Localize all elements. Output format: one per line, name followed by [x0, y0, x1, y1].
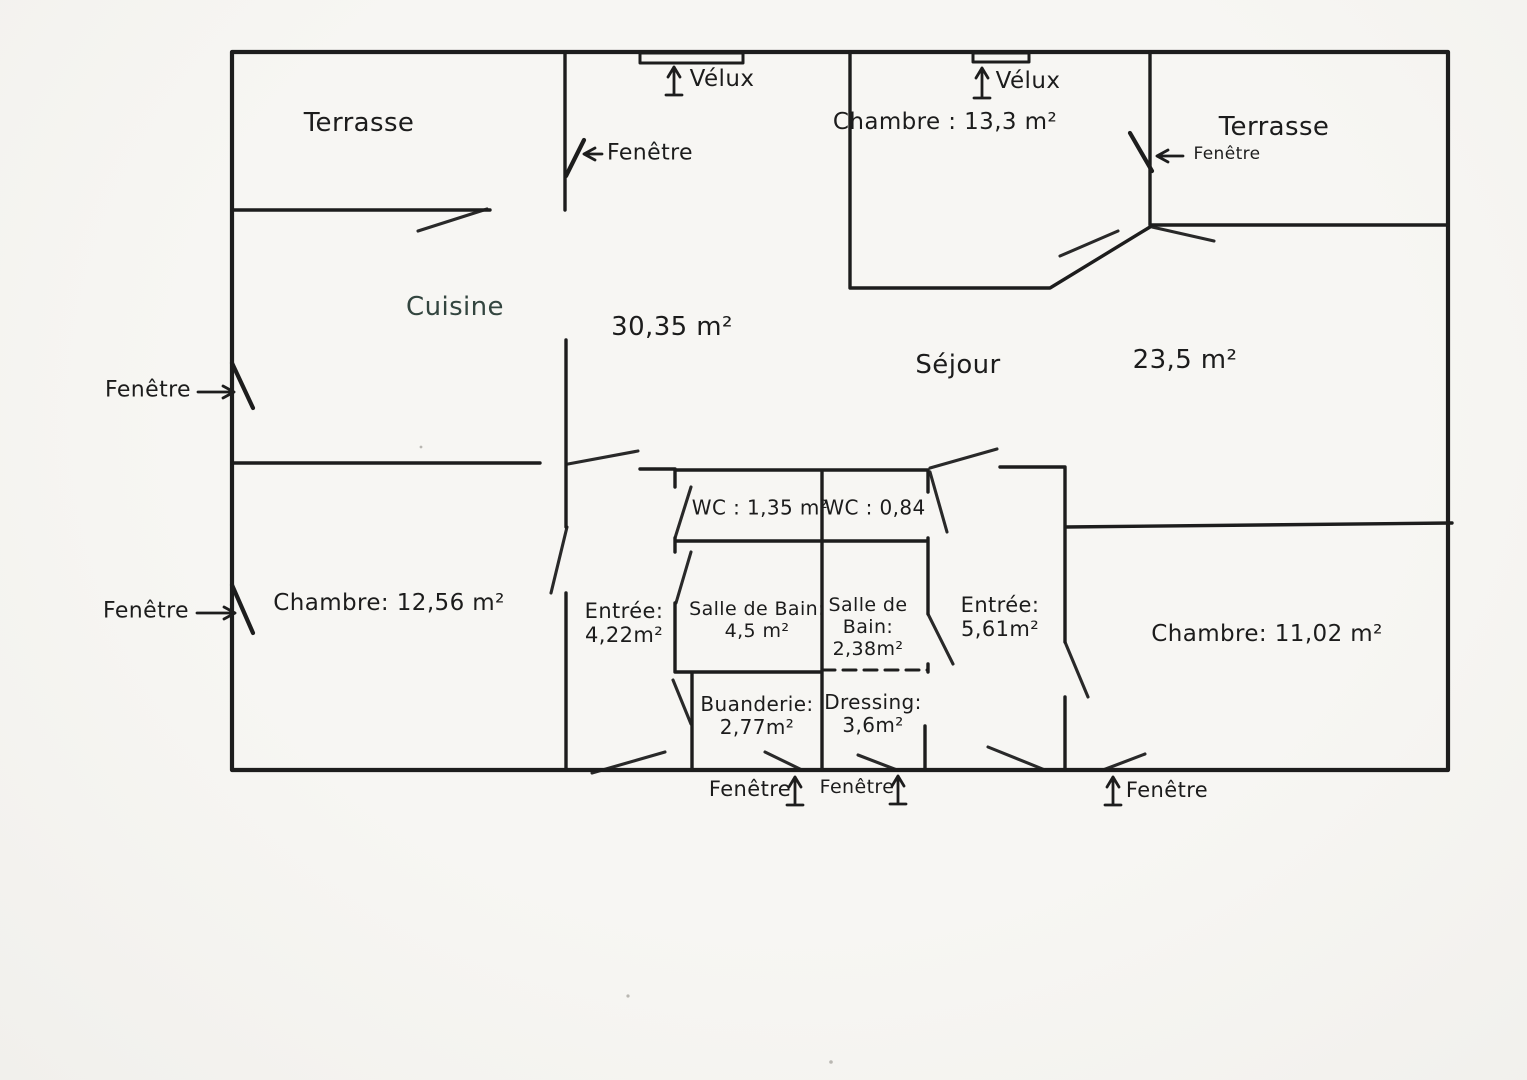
- label-terrasse-top-left: Terrasse: [303, 108, 415, 139]
- label-sdb-238: Salle de Bain: 2,38m²: [828, 594, 908, 660]
- label-wc-135: WC : 1,35 m²: [691, 495, 829, 520]
- interior-walls: [230, 50, 1454, 772]
- label-velux-right: Vélux: [995, 67, 1061, 94]
- door-swing-marks: [416, 207, 1216, 775]
- label-terrasse-top-right: Terrasse: [1218, 112, 1330, 143]
- label-chambre-11: Chambre: 11,02 m²: [1151, 620, 1383, 647]
- label-wc-084: WC : 0,84: [824, 495, 926, 520]
- label-area-cuisine: 30,35 m²: [611, 312, 733, 343]
- annotation-arrows: [195, 65, 1185, 807]
- outer-walls: [229, 49, 1451, 773]
- label-entree-4: Entrée: 4,22m²: [584, 598, 664, 647]
- label-sdb-45: Salle de Bain: 4,5 m²: [689, 598, 825, 642]
- velux-skylight-shapes: [638, 51, 1031, 65]
- label-sejour: Séjour: [915, 350, 1001, 381]
- label-fenetre-left-lower: Fenêtre: [103, 598, 189, 624]
- label-fenetre-bottom-mid: Fenêtre: [819, 776, 895, 799]
- label-entree-5: Entrée: 5,61m²: [960, 592, 1040, 641]
- label-fenetre-top: Fenêtre: [607, 140, 693, 166]
- label-fenetre-bottom-left: Fenêtre: [708, 776, 792, 801]
- label-chambre-12: Chambre: 12,56 m²: [273, 589, 505, 616]
- label-area-sejour: 23,5 m²: [1132, 345, 1238, 376]
- label-fenetre-left-upper: Fenêtre: [105, 377, 191, 403]
- label-velux-left: Vélux: [689, 65, 755, 92]
- scan-specks: [419, 445, 833, 1064]
- label-cuisine: Cuisine: [406, 292, 504, 323]
- label-fenetre-top-right: Fenêtre: [1193, 144, 1261, 165]
- label-buanderie: Buanderie: 2,77m²: [700, 692, 814, 739]
- label-fenetre-bottom-right: Fenêtre: [1125, 777, 1209, 802]
- label-chambre-13: Chambre : 13,3 m²: [832, 108, 1058, 135]
- label-dressing: Dressing: 3,6m²: [824, 690, 922, 737]
- window-marks: [229, 130, 1155, 636]
